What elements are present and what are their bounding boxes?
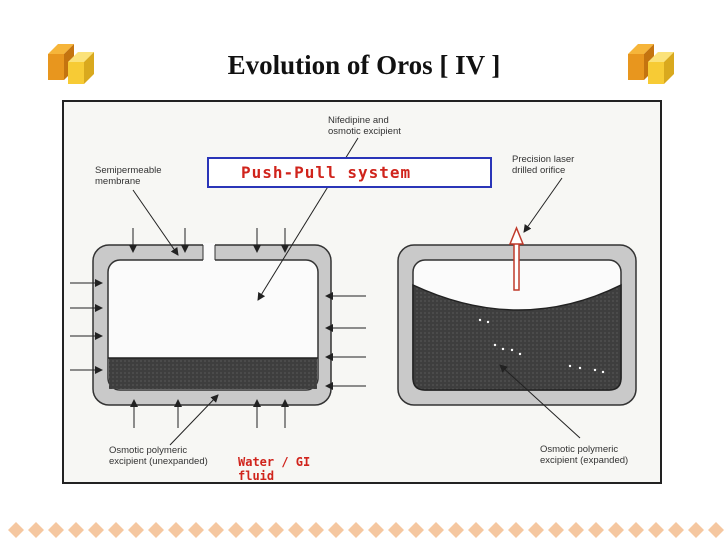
cube-icon-left xyxy=(48,44,94,84)
diamond-shape xyxy=(388,522,404,538)
diamond-shape xyxy=(408,522,424,538)
label-nifedipine: Nifedipine and osmotic excipient xyxy=(328,115,401,137)
diamond-shape xyxy=(688,522,704,538)
diamond-shape xyxy=(508,522,524,538)
water-gi-fluid-label: Water / GI fluid xyxy=(238,455,311,483)
diamond-shape xyxy=(288,522,304,538)
label-osmotic-expanded: Osmotic polymeric excipient (expanded) xyxy=(540,444,629,466)
diamond-shape xyxy=(148,522,164,538)
tablet-expanded xyxy=(397,226,637,406)
diamond-shape xyxy=(368,522,384,538)
diamond-shape xyxy=(268,522,284,538)
label-semipermeable-membrane: Semipermeable membrane xyxy=(95,165,162,187)
diamond-shape xyxy=(28,522,44,538)
push-pull-label: Push-Pull system xyxy=(207,157,492,188)
cube-icon-right xyxy=(628,44,674,84)
diamond-shape xyxy=(468,522,484,538)
diamond-shape xyxy=(308,522,324,538)
diamond-shape xyxy=(8,522,24,538)
push-pull-text: Push-Pull system xyxy=(241,163,412,182)
diamond-shape xyxy=(708,522,724,538)
diamond-shape xyxy=(248,522,264,538)
diamond-shape xyxy=(168,522,184,538)
diamond-shape xyxy=(608,522,624,538)
tablet-unexpanded xyxy=(92,243,332,406)
diamond-shape xyxy=(328,522,344,538)
diamond-shape xyxy=(48,522,64,538)
slide-title: Evolution of Oros [ IV ] xyxy=(227,50,501,80)
diamond-shape xyxy=(88,522,104,538)
diamond-shape xyxy=(188,522,204,538)
diamond-shape xyxy=(68,522,84,538)
diamond-shape xyxy=(448,522,464,538)
diamond-shape xyxy=(488,522,504,538)
diamond-shape xyxy=(108,522,124,538)
diamond-shape xyxy=(128,522,144,538)
diamond-shape xyxy=(568,522,584,538)
diamond-border xyxy=(8,522,724,538)
diamond-shape xyxy=(428,522,444,538)
diamond-shape xyxy=(208,522,224,538)
diamond-shape xyxy=(668,522,684,538)
diamond-shape xyxy=(528,522,544,538)
diamond-shape xyxy=(628,522,644,538)
label-precision-orifice: Precision laser drilled orifice xyxy=(512,154,575,176)
diamond-shape xyxy=(348,522,364,538)
diamond-shape xyxy=(228,522,244,538)
diamond-shape xyxy=(648,522,664,538)
diamond-shape xyxy=(548,522,564,538)
diamond-shape xyxy=(588,522,604,538)
label-osmotic-unexpanded: Osmotic polymeric excipient (unexpanded) xyxy=(109,445,208,467)
